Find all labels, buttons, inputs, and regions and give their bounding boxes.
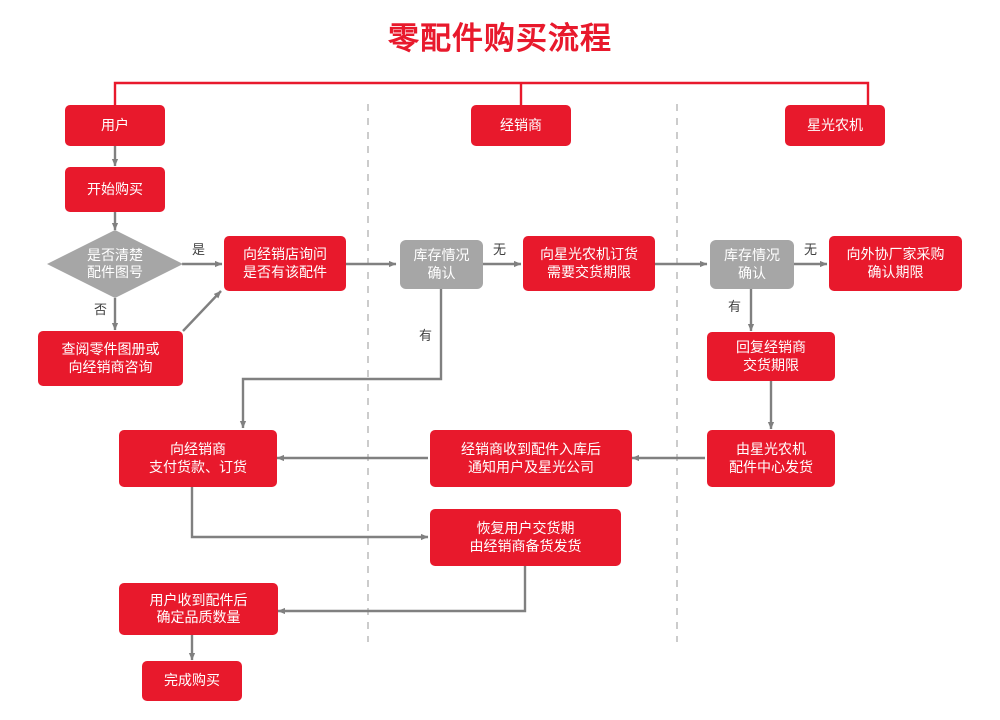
node-know-part-no-label: 是否清楚 配件图号 — [87, 246, 143, 280]
node-finish[interactable]: 完成购买 — [142, 661, 242, 701]
node-restore-delivery[interactable]: 恢复用户交货期 由经销商备货发货 — [430, 509, 621, 566]
edge-label-no-1: 否 — [94, 302, 108, 317]
node-catalog[interactable]: 查阅零件图册或 向经销商咨询 — [38, 331, 183, 386]
node-ask-dealer-label: 向经销店询问 是否有该配件 — [243, 246, 327, 280]
node-know-part-no[interactable]: 是否清楚 配件图号 — [47, 230, 183, 298]
edge-catalog-to-ask — [182, 290, 222, 332]
node-ship-center-label: 由星光农机 配件中心发货 — [729, 441, 813, 475]
edge-label-have-2: 有 — [728, 299, 742, 314]
node-finish-label: 完成购买 — [164, 672, 220, 689]
node-restore-delivery-label: 恢复用户交货期 由经销商备货发货 — [469, 520, 582, 554]
lane-header-dealer[interactable]: 经销商 — [471, 105, 571, 146]
node-stock-check-1-label: 库存情况 确认 — [413, 247, 470, 281]
lane-header-xingguang-label: 星光农机 — [807, 116, 863, 133]
node-outsource-label: 向外协厂家采购 确认期限 — [846, 246, 945, 280]
node-dealer-received[interactable]: 经销商收到配件入库后 通知用户及星光公司 — [430, 430, 632, 487]
node-dealer-received-label: 经销商收到配件入库后 通知用户及星光公司 — [461, 441, 601, 475]
edge-label-none-1: 无 — [493, 242, 507, 257]
node-reply-dealer[interactable]: 回复经销商 交货期限 — [707, 332, 835, 381]
edge-restore-to-userreceived — [277, 566, 527, 615]
node-order-xingguang-label: 向星光农机订货 需要交货期限 — [540, 246, 638, 280]
node-pay-dealer[interactable]: 向经销商 支付货款、订货 — [119, 430, 277, 487]
node-stock-check-1[interactable]: 库存情况 确认 — [400, 240, 483, 289]
node-outsource[interactable]: 向外协厂家采购 确认期限 — [829, 236, 962, 291]
node-pay-dealer-label: 向经销商 支付货款、订货 — [149, 441, 247, 475]
lane-header-xingguang[interactable]: 星光农机 — [785, 105, 885, 146]
lane-header-bracket — [113, 81, 870, 105]
node-ship-center[interactable]: 由星光农机 配件中心发货 — [707, 430, 835, 487]
page-title: 零配件购买流程 — [388, 21, 612, 56]
node-start[interactable]: 开始购买 — [65, 167, 165, 212]
lane-header-user[interactable]: 用户 — [65, 105, 165, 146]
node-user-received-label: 用户收到配件后 确定品质数量 — [149, 591, 248, 625]
node-order-xingguang[interactable]: 向星光农机订货 需要交货期限 — [523, 236, 655, 291]
node-catalog-label: 查阅零件图册或 向经销商咨询 — [61, 341, 160, 375]
lane-header-dealer-label: 经销商 — [500, 116, 542, 133]
edge-label-none-2: 无 — [804, 242, 818, 257]
node-stock-check-2[interactable]: 库存情况 确认 — [710, 240, 794, 289]
node-ask-dealer[interactable]: 向经销店询问 是否有该配件 — [224, 236, 346, 291]
edge-stock1-have — [239, 289, 443, 429]
edge-label-yes-1: 是 — [192, 242, 206, 257]
edge-pay-to-restore — [190, 487, 429, 541]
edge-label-have-1: 有 — [419, 328, 433, 343]
lane-header-user-label: 用户 — [101, 116, 129, 133]
node-start-label: 开始购买 — [87, 180, 143, 197]
node-reply-dealer-label: 回复经销商 交货期限 — [736, 339, 806, 373]
node-stock-check-2-label: 库存情况 确认 — [724, 247, 780, 281]
node-user-received[interactable]: 用户收到配件后 确定品质数量 — [119, 583, 278, 635]
